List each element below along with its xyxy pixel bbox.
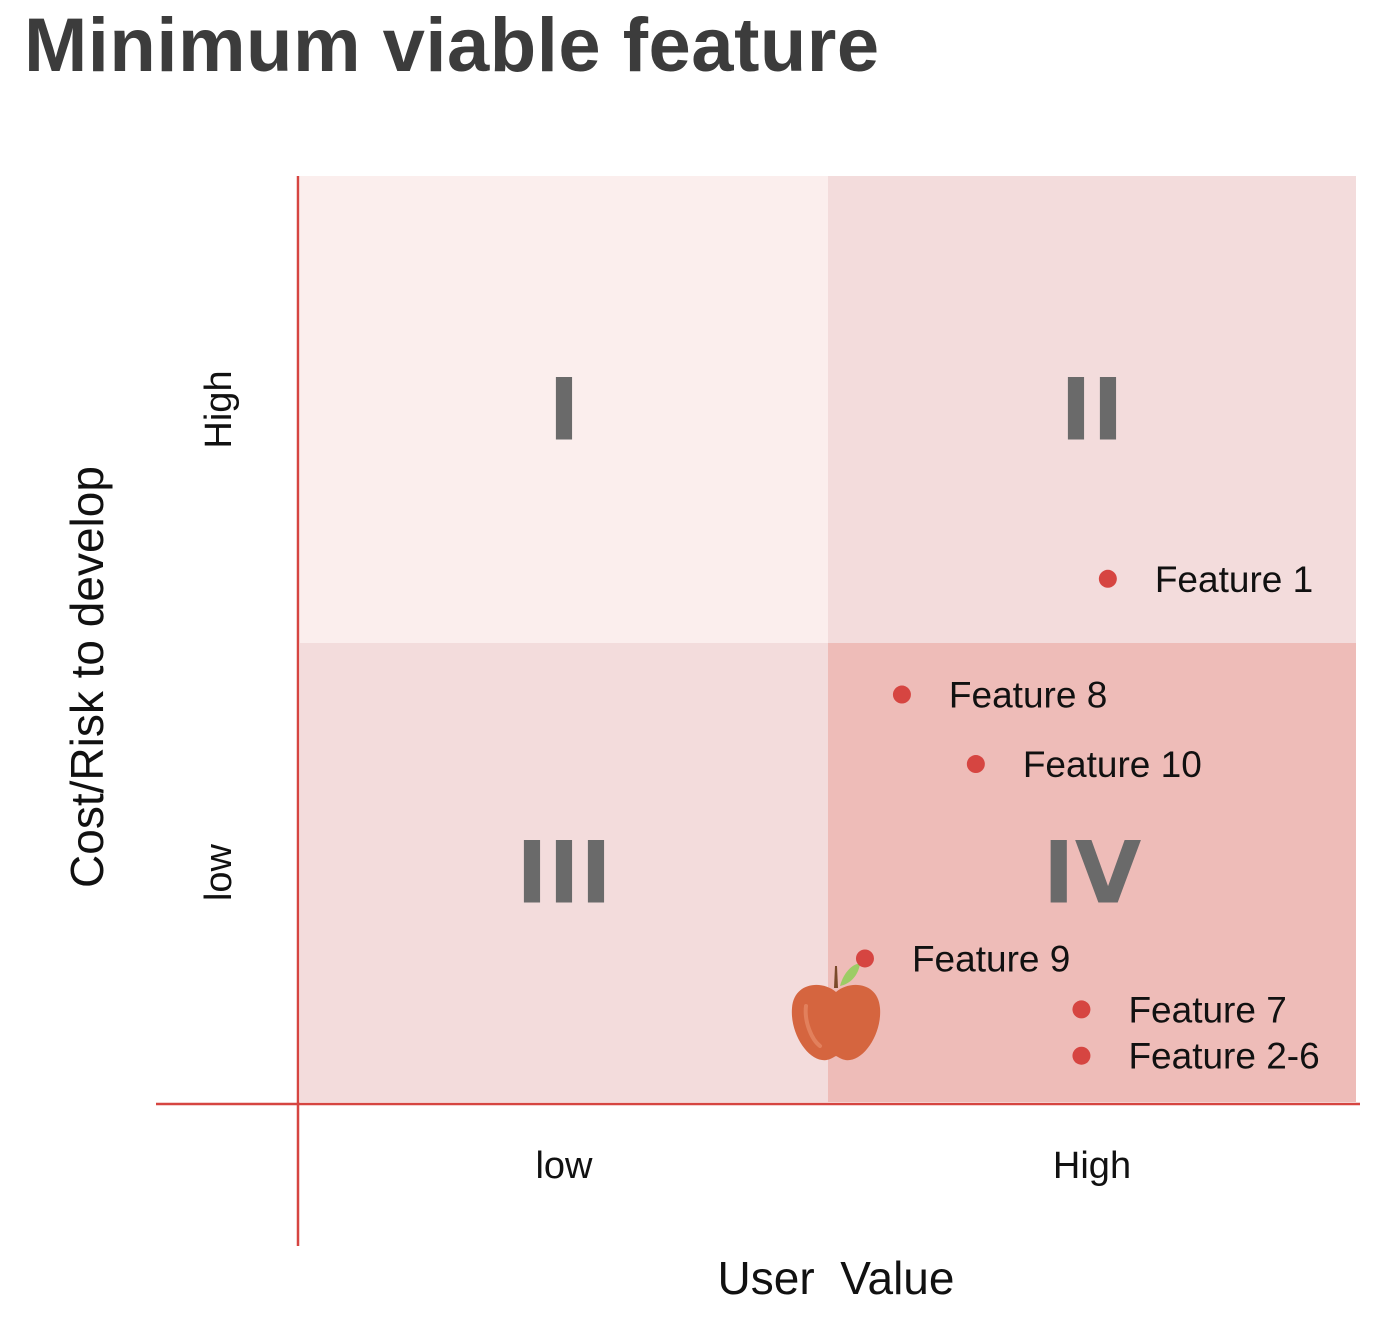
data-point-label: Feature 9 [912,938,1070,979]
y-tick-high: High [198,370,240,448]
y-tick-low: low [198,843,240,901]
y-axis-title: Cost/Risk to develop [61,466,113,888]
quadrant-i [300,176,828,643]
data-point [1072,1000,1091,1019]
quadrant-i-label: I [548,361,580,461]
quadrant-ii-label: II [1060,361,1124,461]
page-title: Minimum viable feature [24,3,880,88]
data-point-label: Feature 2-6 [1128,1036,1319,1077]
quadrant-iv-label: IV [1043,824,1142,924]
quadrant-iii [300,643,828,1102]
data-point-label: Feature 10 [1023,744,1202,785]
data-points: Feature 1 Feature 8 Feature 10 Feature 9 Fea… [855,559,1320,1077]
x-tick-low: low [535,1145,593,1187]
data-point [855,949,874,968]
apple-icon [791,963,881,1061]
quadrant-iv [828,643,1356,1102]
quadrant-iii-label: III [516,824,612,924]
data-point [966,755,985,774]
data-point [1098,569,1117,588]
x-axis-title: User Value [718,1252,955,1304]
quadrant-ii [828,176,1356,643]
data-point-label: Feature 8 [949,675,1107,716]
data-point-label: Feature 1 [1155,559,1313,600]
data-point-label: Feature 7 [1128,989,1286,1030]
data-point [892,685,911,704]
data-point [1072,1046,1091,1065]
x-tick-high: High [1053,1145,1131,1187]
